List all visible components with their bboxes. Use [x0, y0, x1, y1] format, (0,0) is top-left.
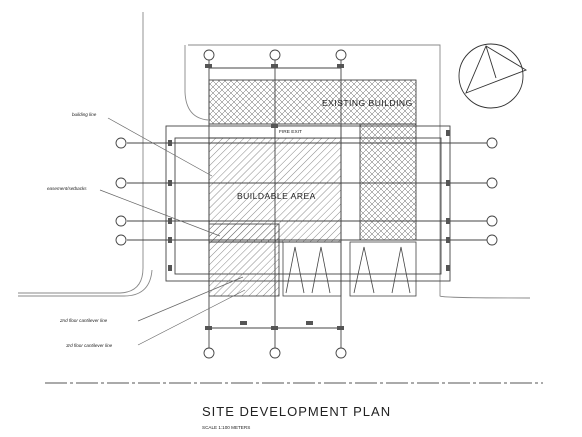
scale-label: SCALE 1:100 METERS [202, 425, 250, 430]
buildable-area-label: BUILDABLE AREA [237, 191, 316, 201]
building-line-label: building line [72, 112, 97, 117]
grid-bubbles [115, 49, 498, 359]
grid-lines [127, 60, 487, 348]
cantilever-3rd-label: 3rd floor cantilever line [66, 343, 113, 348]
existing-building-label: EXISTING BUILDING [322, 98, 413, 108]
parking-slots [282, 241, 417, 297]
north-arrow-icon [458, 43, 528, 109]
fire-exit-label: FIRE EXIT [279, 129, 302, 135]
easement-label: easement/setbacks [47, 186, 87, 191]
columns [168, 64, 450, 330]
leader-lines [99, 117, 246, 346]
cantilever-2nd-label: 2nd floor cantilever line [59, 318, 108, 323]
page-title: SITE DEVELOPMENT PLAN [202, 404, 391, 419]
lot-boundary [18, 12, 531, 299]
